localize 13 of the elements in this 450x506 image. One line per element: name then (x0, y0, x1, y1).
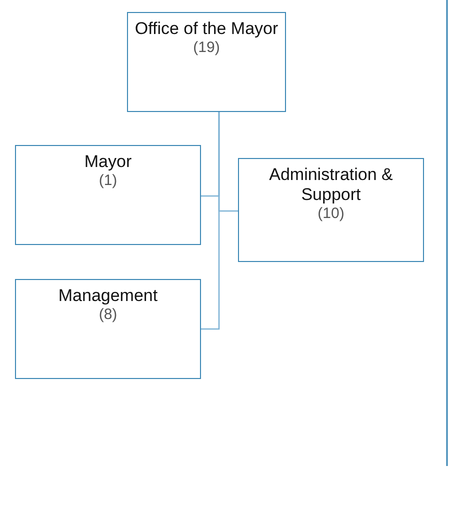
staff-count: (1) (98, 172, 118, 190)
org-unit-box (15, 279, 201, 379)
unit-name: Management (58, 286, 158, 306)
org-unit-box (238, 158, 424, 262)
unit-name: Mayor (84, 152, 132, 172)
org-unit-box (127, 12, 286, 112)
unit-name: Office of the Mayor (134, 19, 278, 39)
connector-line (201, 112, 220, 330)
staff-count: (19) (193, 39, 220, 57)
org-unit-box (15, 145, 201, 245)
unit-name: Administration & Support (268, 165, 394, 205)
staff-count: (8) (98, 306, 118, 324)
staff-count: (10) (318, 205, 344, 223)
